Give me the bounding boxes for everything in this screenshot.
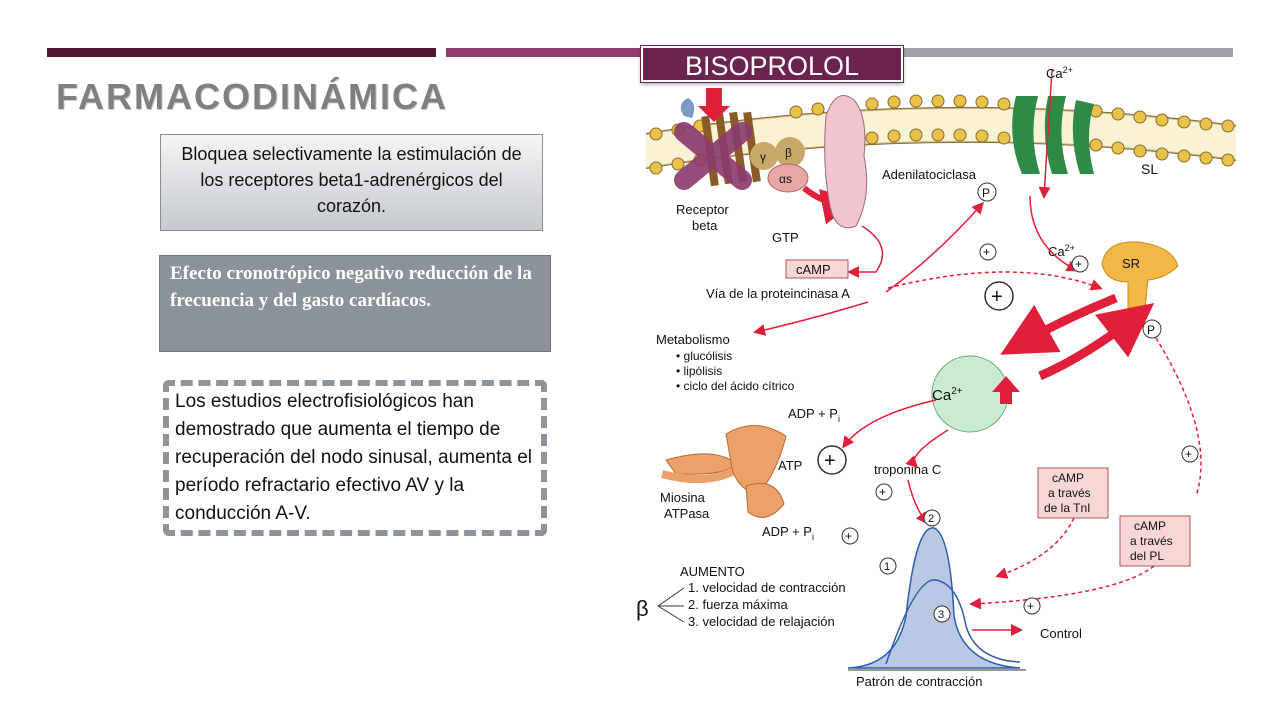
adenilatociclasa-label: Adenilatociclasa [882, 167, 977, 182]
sr-release-arrow [1000, 293, 1118, 355]
ca-mid-label: Ca2+ [1048, 243, 1075, 259]
ca-to-sr-arrow [1029, 195, 1079, 272]
sr-label: SR [1122, 256, 1140, 271]
plus-sign-5: + [1027, 599, 1034, 613]
tnl-name-label: de la TnI [1044, 501, 1090, 515]
agonist-arrow [698, 88, 730, 122]
pka-to-metabolism-arrow [753, 301, 869, 336]
selective-block-box: Bloquea selectivamente la estimulación d… [160, 134, 543, 231]
camp-arrow [847, 225, 884, 278]
troponina-label: troponina C [874, 462, 941, 477]
glucolisis-label: • glucólisis [676, 349, 732, 363]
metabolismo-label: Metabolismo [656, 332, 730, 347]
pl-dashed-arrow [969, 565, 1155, 610]
plus-sign-1: + [983, 245, 990, 259]
plus-sign-3: + [879, 485, 886, 499]
atpasa-label: ATPasa [664, 506, 710, 521]
adp-top-label: ADP + Pi [788, 406, 840, 424]
alpha-s-label: αs [779, 172, 792, 186]
pka-to-channel-arrow [885, 201, 984, 293]
beta-brace [657, 587, 685, 623]
patron-label: Patrón de contracción [856, 674, 982, 689]
electrophysiology-box: Los estudios electrofisiológicos han dem… [163, 380, 547, 536]
electrophysiology-text: Los estudios electrofisiológicos han dem… [175, 391, 533, 524]
plus-sign-2: + [1075, 257, 1082, 271]
tnl-dashed-arrow [995, 517, 1075, 579]
gtp-label: GTP [772, 230, 799, 245]
contraction-pattern [847, 527, 1026, 671]
ca-top-label: Ca2+ [1046, 65, 1073, 81]
pl-camp-label: cAMP [1134, 519, 1166, 533]
block-x-icon [674, 122, 752, 190]
ciclo-label: • ciclo del ácido cítrico [676, 379, 795, 393]
marker-2: 2 [928, 513, 934, 525]
atp-label: ATP [778, 458, 802, 473]
marker-3: 3 [938, 609, 944, 621]
myosin-atpase [660, 425, 787, 518]
ca-to-myosin-arrow [842, 399, 937, 449]
miosina-label: Miosina [660, 490, 706, 505]
p-label-top: P [982, 186, 990, 200]
top-bar-gray [900, 48, 1233, 57]
page-title: FARMACODINÁMICA [56, 76, 448, 117]
cardiac-signaling-diagram: γ β αs Ca2+ Receptor beta GTP Adenilatoc… [636, 65, 1237, 689]
gamma-label: γ [760, 150, 766, 164]
p-label-sr: P [1147, 323, 1155, 337]
sr-uptake-arrow [1038, 302, 1155, 381]
calcium-up-arrow [992, 376, 1020, 404]
beta-symbol: β [636, 596, 649, 621]
ca-center-label: Ca2+ [932, 386, 963, 404]
plus-sign-6: + [845, 529, 852, 543]
camp-label: cAMP [796, 262, 831, 277]
aumento-1: 1. velocidad de contracción [688, 580, 846, 595]
beta-word-label: beta [692, 218, 718, 233]
sl-label: SL [1141, 161, 1158, 177]
troponin-to-curve-arrow [907, 479, 928, 525]
adp-bottom-label: ADP + Pi [762, 524, 814, 542]
via-label: Vía de la proteincinasa A [706, 286, 850, 301]
pka-to-sr-dashed [887, 271, 1103, 291]
lipolisis-label: • lipólisis [676, 364, 722, 378]
pl-name-label: del PL [1130, 549, 1164, 563]
sarcoplasmic-reticulum: SR [1101, 241, 1179, 325]
plus-sign-big-1: + [991, 286, 1003, 308]
ca-to-troponin-arrow [905, 429, 949, 469]
sr-p-dashed-loop [1155, 337, 1202, 497]
tnl-camp-label: cAMP [1052, 471, 1084, 485]
tnl-via-label: a través [1048, 486, 1091, 500]
marker-1: 1 [884, 561, 890, 573]
calcium-channel [1012, 69, 1094, 199]
receptor-label: Receptor [676, 202, 729, 217]
drug-name-badge: BISOPROLOL [640, 45, 904, 83]
adenylate-cyclase [824, 95, 868, 229]
chronotropic-effect-box: Efecto cronotrópico negativo reducción d… [159, 255, 551, 352]
control-label: Control [1040, 626, 1082, 641]
top-bar-dark [47, 48, 436, 57]
pl-via-label: a través [1130, 534, 1173, 548]
plus-sign-big-2: + [824, 450, 836, 472]
aumento-label: AUMENTO [680, 564, 745, 579]
beta-subunit-label: β [785, 146, 792, 160]
aumento-2: 2. fuerza máxima [688, 597, 788, 612]
aumento-3: 3. velocidad de relajación [688, 614, 835, 629]
g-protein: γ β αs [750, 137, 809, 193]
plus-sign-4: + [1185, 447, 1192, 461]
